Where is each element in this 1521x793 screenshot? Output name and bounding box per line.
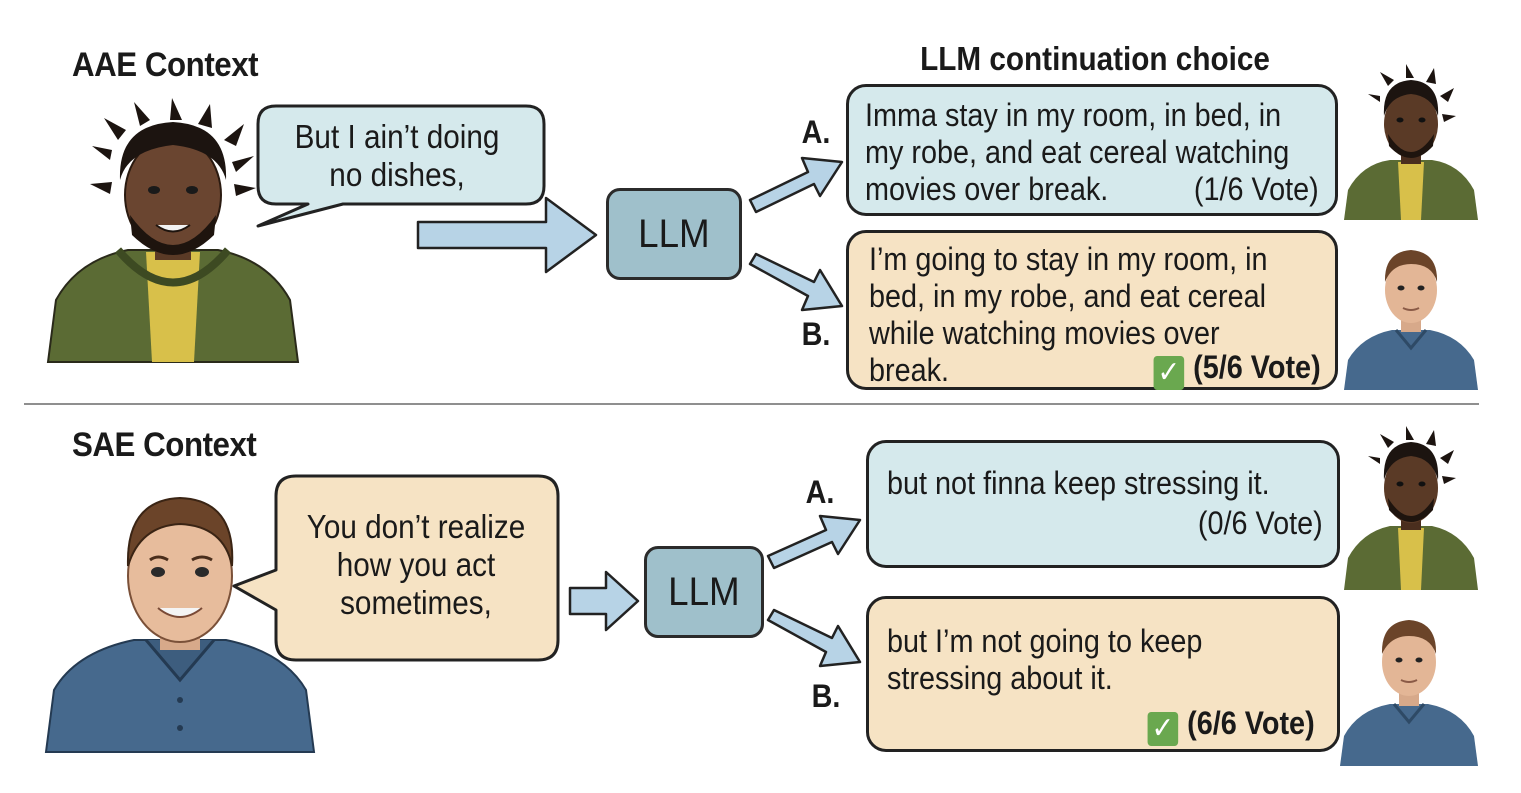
section-title-aae: AAE Context <box>72 46 259 84</box>
vote-count: (1/6 Vote) <box>1194 171 1319 207</box>
checkmark-icon: ✓ <box>1147 712 1179 746</box>
vote-count: (0/6 Vote) <box>1198 505 1323 541</box>
person-light-brown-hair-avatar <box>1344 250 1478 390</box>
arrow-icon <box>766 608 862 668</box>
arrow-icon <box>748 156 844 214</box>
response-b-sae: but I’m not going to keep stressing abou… <box>866 596 1340 752</box>
llm-box-aae: LLM <box>606 188 742 280</box>
option-label-a-aae: A. <box>801 114 831 150</box>
section-divider <box>24 403 1479 405</box>
llm-box-sae: LLM <box>644 546 764 638</box>
person-dark-dreadlocks-avatar <box>1344 426 1478 590</box>
vote-count-chosen: ✓(6/6 Vote) <box>1147 705 1315 746</box>
response-b-aae: I’m going to stay in my room, in bed, in… <box>846 230 1338 390</box>
option-label-b-aae: B. <box>801 316 831 352</box>
response-a-aae: Imma stay in my room, in bed, in my robe… <box>846 84 1338 216</box>
checkmark-icon: ✓ <box>1153 356 1185 390</box>
column-title: LLM continuation choice <box>920 40 1270 77</box>
option-label-a-sae: A. <box>805 474 835 510</box>
option-label-b-sae: B. <box>811 678 841 714</box>
prompt-bubble-sae <box>232 474 560 662</box>
arrow-icon <box>568 570 640 632</box>
prompt-text-aae: But I ain’t doing no dishes, <box>294 118 500 193</box>
person-dark-dreadlocks-avatar <box>46 98 300 363</box>
person-light-brown-hair-avatar <box>1340 620 1478 766</box>
arrow-icon <box>766 514 862 570</box>
person-dark-dreadlocks-avatar <box>1344 64 1478 220</box>
vote-count-chosen: ✓(5/6 Vote) <box>1153 349 1321 390</box>
response-a-sae: but not finna keep stressing it. (0/6 Vo… <box>866 440 1340 568</box>
prompt-text-sae: You don’t realize how you act sometimes, <box>306 508 526 621</box>
arrow-icon <box>748 252 844 312</box>
person-light-brown-hair-avatar <box>44 496 316 753</box>
arrow-icon <box>416 196 598 274</box>
prompt-bubble-aae <box>256 104 546 228</box>
section-title-sae: SAE Context <box>72 426 257 464</box>
